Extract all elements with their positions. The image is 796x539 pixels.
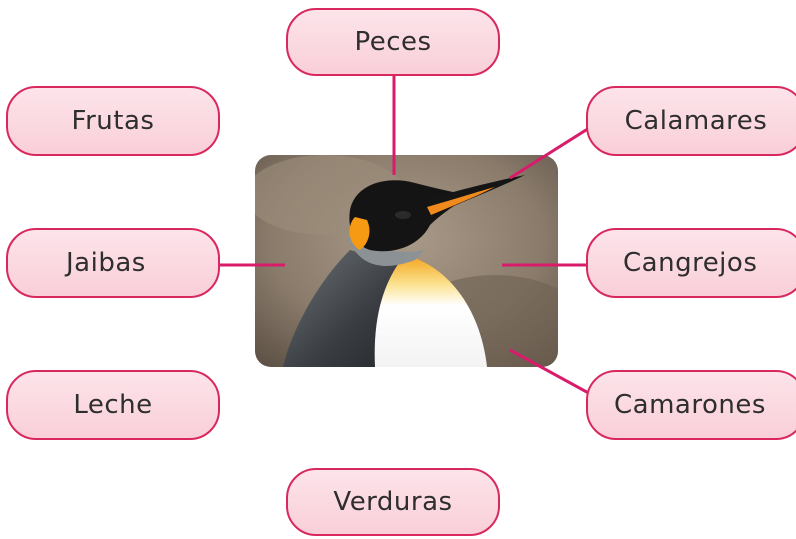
food-box-camarones[interactable]: Camarones (586, 370, 796, 440)
food-box-frutas[interactable]: Frutas (6, 86, 220, 156)
food-box-verduras[interactable]: Verduras (286, 468, 500, 536)
food-box-jaibas[interactable]: Jaibas (6, 228, 220, 298)
penguin-photo (255, 155, 558, 367)
food-box-peces[interactable]: Peces (286, 8, 500, 76)
food-box-calamares[interactable]: Calamares (586, 86, 796, 156)
food-box-leche[interactable]: Leche (6, 370, 220, 440)
penguin-illustration (255, 155, 558, 367)
food-box-cangrejos[interactable]: Cangrejos (586, 228, 796, 298)
